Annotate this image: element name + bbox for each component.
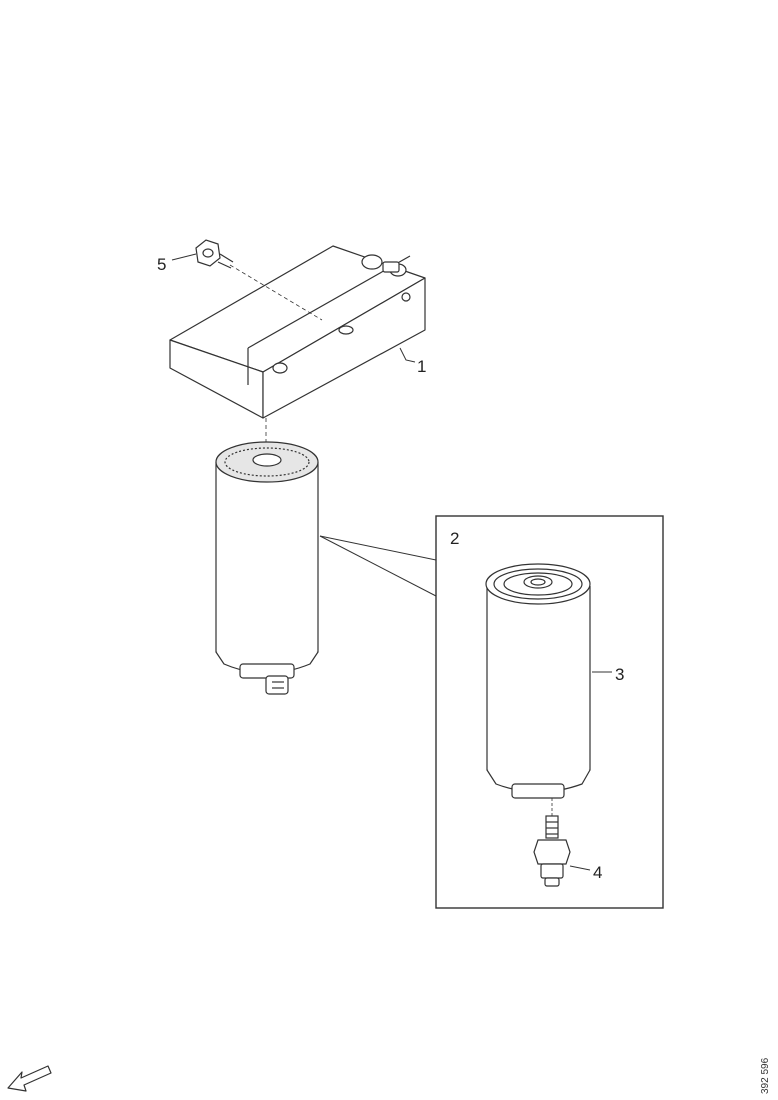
part-3-filter-cartridge	[485, 563, 591, 799]
callout-4: 4	[593, 863, 602, 882]
callout-3: 3	[615, 665, 624, 684]
part-1-housing	[169, 245, 426, 419]
direction-arrow-icon	[7, 1065, 52, 1092]
callout-5: 5	[157, 255, 166, 274]
callout-2: 2	[450, 529, 459, 548]
detail-leader-lower	[319, 535, 437, 597]
part-4-sensor	[533, 815, 571, 887]
callout-leaders	[171, 253, 612, 871]
detail-leader-upper	[319, 535, 437, 561]
filter-assembly	[215, 441, 319, 695]
document-number: 392 596	[760, 1057, 771, 1094]
part-5-bolt	[195, 239, 234, 269]
bolt-axis-line	[229, 264, 323, 321]
callout-1: 1	[417, 357, 426, 376]
